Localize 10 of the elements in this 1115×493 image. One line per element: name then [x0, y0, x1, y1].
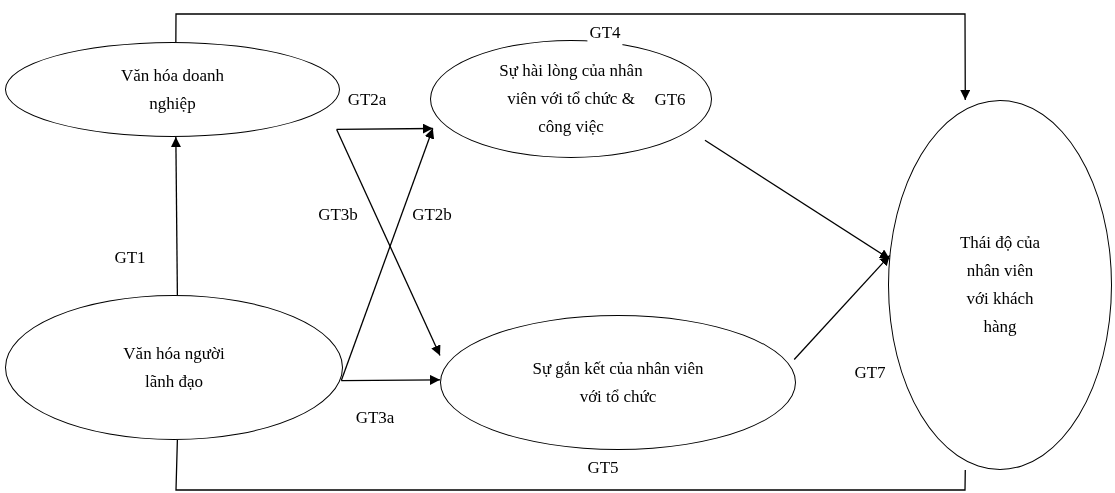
- node-text: Văn hóa người lãnh đạo: [122, 342, 226, 393]
- arrow: [336, 123, 434, 134]
- arrow: [340, 374, 441, 385]
- arrow: [336, 128, 441, 357]
- node-text: Văn hóa doanh nghiệp: [120, 64, 225, 115]
- node-text: Sự hài lòng của nhân viên với tổ chức & công việc: [498, 60, 644, 138]
- arrow: [170, 136, 181, 296]
- node-text: Thái độ của nhân viên với khách hàng: [958, 232, 1042, 338]
- node-text: Sự gắn kết của nhân viên với tổ chức: [531, 357, 705, 408]
- arrow: [175, 13, 971, 101]
